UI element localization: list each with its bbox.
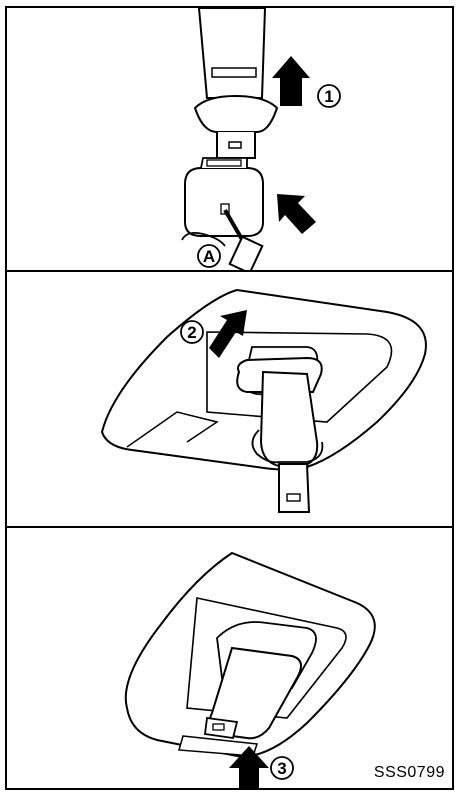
tongue-3-hole [213, 724, 224, 730]
hanging-tongue-hole [287, 494, 300, 501]
panel-3-illustration: 3 [7, 528, 456, 792]
step-1-number: 1 [324, 87, 333, 106]
tool-a-handle [230, 237, 263, 273]
panel-step-1: 1 A [5, 6, 454, 272]
panel-2-illustration: 2 [7, 272, 456, 530]
step-3-number: 3 [277, 759, 286, 778]
buckle-slot [207, 160, 241, 166]
panel-1-illustration: 1 A [7, 8, 456, 274]
figure-code: SSS0799 [374, 764, 445, 782]
step-2-number: 2 [187, 323, 196, 342]
belt-strap [261, 372, 317, 466]
callout-a-letter: A [203, 247, 215, 266]
arrow-diagonal-press [277, 194, 316, 234]
tongue-plate [195, 96, 277, 132]
belt-webbing [199, 8, 265, 98]
buckle-block [185, 168, 263, 236]
hanging-tongue [279, 464, 309, 512]
tongue-hole [229, 142, 241, 148]
arrow-up-step-1 [272, 56, 310, 106]
panel-step-2: 2 [5, 270, 454, 528]
belt-slot [212, 68, 256, 77]
panel-step-3: 3 SSS0799 [5, 526, 454, 790]
